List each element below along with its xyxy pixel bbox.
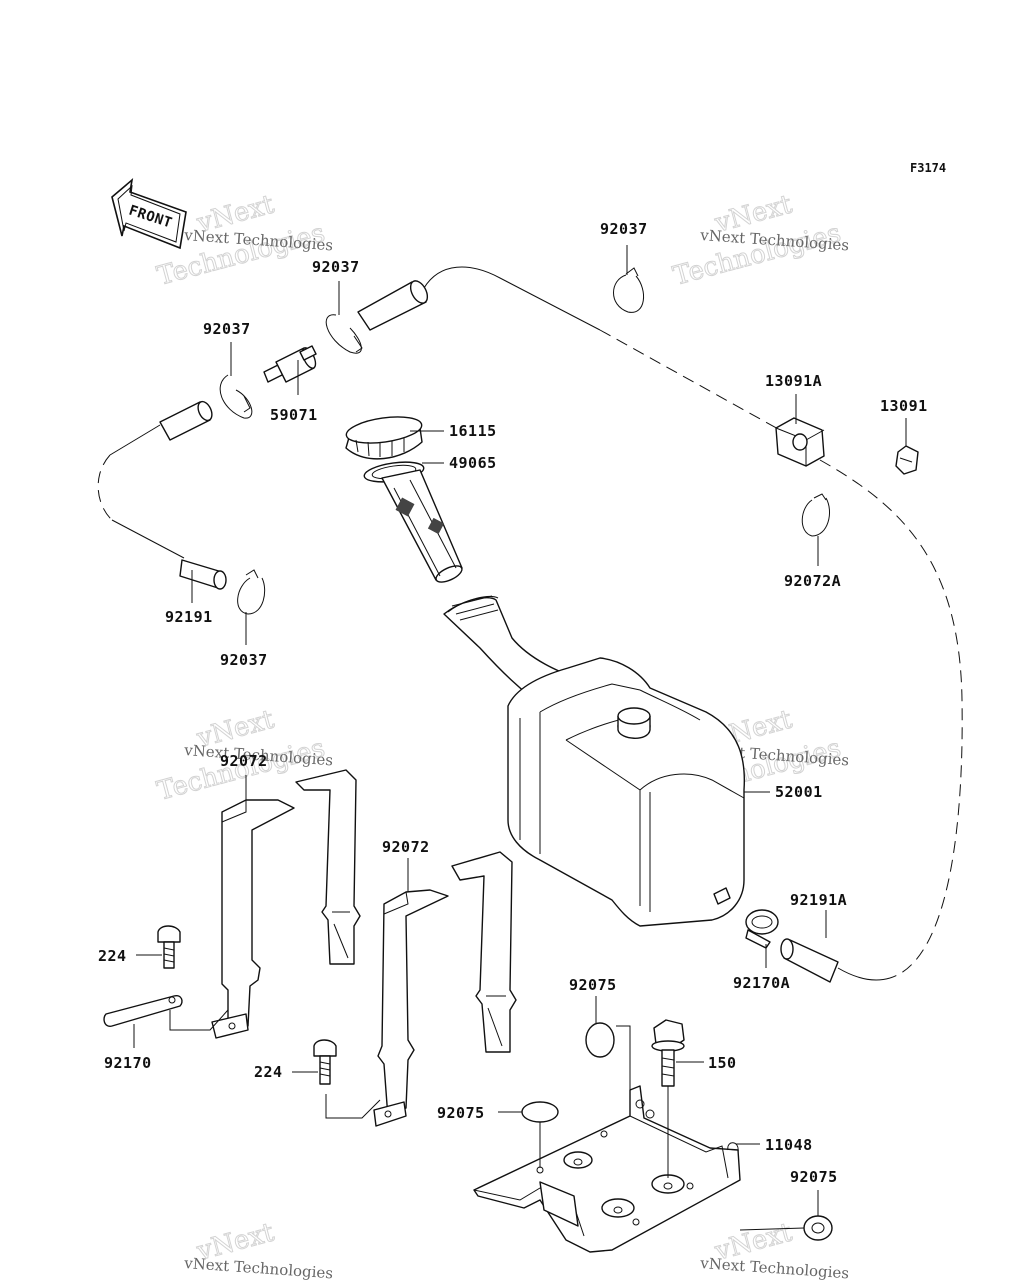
mounting-plate — [473, 1085, 741, 1253]
callout-150: 150 — [708, 1054, 737, 1072]
clamp-92170a — [745, 909, 779, 949]
callout-92170a: 92170A — [733, 974, 790, 992]
callout-16115: 16115 — [449, 422, 497, 440]
callout-92072: 92072 — [220, 752, 268, 770]
clamp-icon — [613, 267, 644, 313]
clamp-icon — [801, 493, 830, 537]
breather-hose-route — [97, 266, 963, 981]
grommet-13091a — [775, 417, 825, 467]
callout-92170: 92170 — [104, 1054, 152, 1072]
filler-strainer — [381, 469, 463, 583]
figure-code: F3174 — [910, 161, 946, 175]
callout-92191: 92191 — [165, 608, 213, 626]
tank-bracket-left — [211, 769, 361, 1039]
check-valve — [263, 345, 317, 383]
hose-band-92170 — [103, 994, 183, 1027]
callout-92072: 92072 — [382, 838, 430, 856]
oil-tank — [443, 595, 746, 927]
leader-lines — [133, 245, 907, 1231]
callout-92072a: 92072A — [784, 572, 841, 590]
clamp-icon — [237, 569, 266, 615]
callout-92037: 92037 — [312, 258, 360, 276]
callout-224: 224 — [254, 1063, 283, 1081]
washer-icon — [803, 1215, 833, 1241]
callout-92075: 92075 — [437, 1104, 485, 1122]
plug-cap — [521, 1101, 559, 1123]
front-arrow-icon: FRONT — [111, 177, 187, 250]
bolt-icon — [157, 925, 181, 969]
callout-92037: 92037 — [600, 220, 648, 238]
callout-13091: 13091 — [880, 397, 928, 415]
tank-bracket-right — [373, 851, 517, 1127]
callout-49065: 49065 — [449, 454, 497, 472]
plug-cap — [585, 1022, 615, 1058]
hose-upper-left — [159, 400, 213, 441]
callout-92037: 92037 — [203, 320, 251, 338]
filler-cap — [345, 416, 423, 460]
hose-upper — [357, 280, 429, 331]
clamp-icon — [325, 314, 363, 354]
callout-labels: 92037 92037 92037 59071 16115 49065 1309… — [98, 220, 928, 1186]
callout-59071: 59071 — [270, 406, 318, 424]
callout-92075: 92075 — [569, 976, 617, 994]
callout-92191a: 92191A — [790, 891, 847, 909]
flange-bolt-icon — [651, 1019, 685, 1087]
callout-52001: 52001 — [775, 783, 823, 801]
bolt-icon — [313, 1039, 337, 1085]
clamp-icon — [219, 374, 253, 419]
clip-13091 — [895, 445, 919, 475]
hose-92191a — [780, 938, 839, 983]
watermark: vNext Technologies vNext Technologies vN… — [154, 189, 850, 1280]
callout-92037: 92037 — [220, 651, 268, 669]
callout-224: 224 — [98, 947, 127, 965]
callout-11048: 11048 — [765, 1136, 813, 1154]
callout-92075: 92075 — [790, 1168, 838, 1186]
callout-13091a: 13091A — [765, 372, 822, 390]
svg-text:vNext Technologies: vNext Technologies — [183, 1254, 334, 1280]
svg-text:vNext Technologies: vNext Technologies — [699, 1254, 850, 1280]
hose-92191 — [179, 559, 227, 590]
